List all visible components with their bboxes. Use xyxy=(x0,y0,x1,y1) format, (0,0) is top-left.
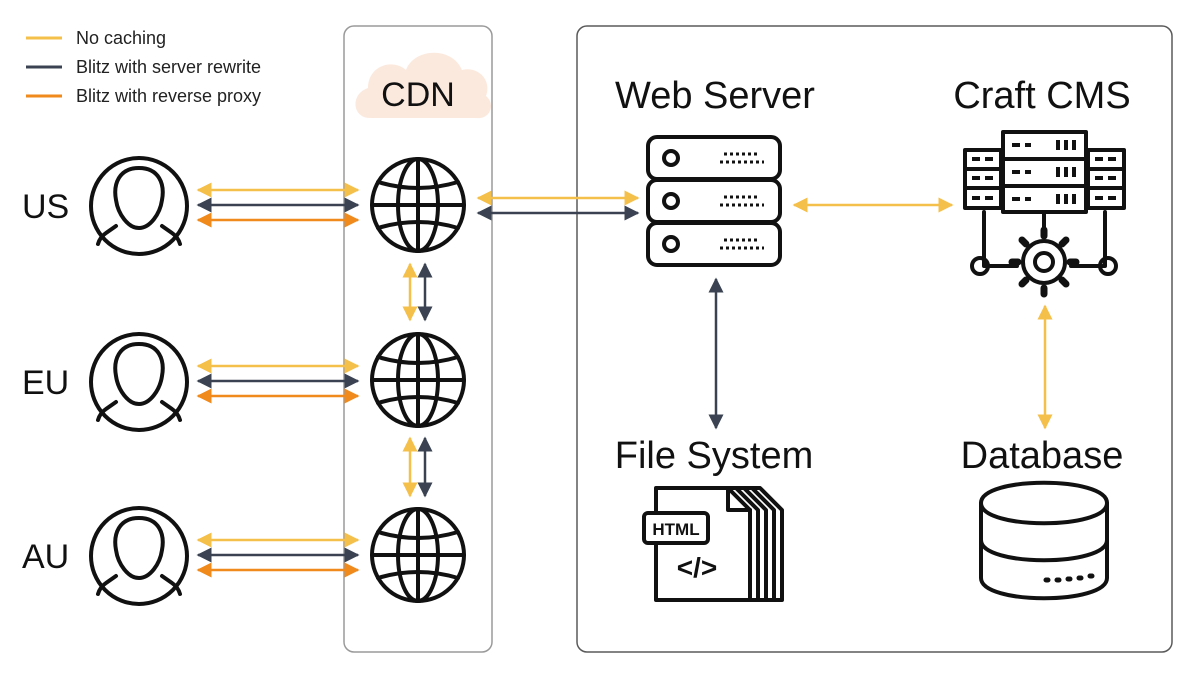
file-system-node: File System HTML </> xyxy=(615,435,813,602)
legend-label-no-caching: No caching xyxy=(76,28,166,48)
cdn-cloud: CDN xyxy=(355,52,491,119)
globe-icon xyxy=(370,507,466,603)
cdn-webserver-arrows xyxy=(476,190,640,221)
cdn-eu-au-arrows xyxy=(402,436,433,498)
globe-icon xyxy=(370,332,466,428)
craft-cms-label: Craft CMS xyxy=(953,75,1130,117)
legend-label-server-rewrite: Blitz with server rewrite xyxy=(76,57,261,77)
user-icon xyxy=(89,156,189,256)
code-glyph: </> xyxy=(677,552,717,583)
legend-item-server-rewrite: Blitz with server rewrite xyxy=(26,57,261,77)
cdn-label: CDN xyxy=(381,76,455,114)
html-file-stack-icon: HTML </> xyxy=(642,486,784,602)
region-eu: EU xyxy=(22,332,189,432)
user-icon xyxy=(89,506,189,606)
database-icon xyxy=(979,480,1109,601)
au-cdn-arrows xyxy=(196,532,360,578)
legend-item-reverse-proxy: Blitz with reverse proxy xyxy=(26,86,261,106)
user-icon xyxy=(89,332,189,432)
html-badge-text: HTML xyxy=(652,520,699,539)
cdn-container xyxy=(343,25,493,653)
region-label-au: AU xyxy=(22,538,69,576)
region-au: AU xyxy=(22,506,189,606)
legend-item-no-caching: No caching xyxy=(26,28,166,48)
database-node: Database xyxy=(961,435,1124,601)
file-system-label: File System xyxy=(615,435,813,477)
gear-icon xyxy=(1008,226,1080,298)
region-label-us: US xyxy=(22,188,69,226)
cdn-us-eu-arrows xyxy=(402,262,433,322)
us-cdn-arrows xyxy=(196,182,360,228)
legend-label-reverse-proxy: Blitz with reverse proxy xyxy=(76,86,261,106)
region-label-eu: EU xyxy=(22,364,69,402)
cloud-shape xyxy=(355,52,491,119)
legend: No caching Blitz with server rewrite Bli… xyxy=(26,28,261,106)
region-us: US xyxy=(22,156,189,256)
web-server-node: Web Server xyxy=(615,75,815,267)
craft-cms-node: Craft CMS xyxy=(953,75,1131,298)
server-rack-icon xyxy=(646,135,782,267)
server-side-container xyxy=(576,25,1173,653)
web-server-label: Web Server xyxy=(615,75,815,117)
cms-cluster-icon xyxy=(963,130,1126,298)
database-label: Database xyxy=(961,435,1124,477)
eu-cdn-arrows xyxy=(196,358,360,404)
globe-icon xyxy=(370,157,466,253)
